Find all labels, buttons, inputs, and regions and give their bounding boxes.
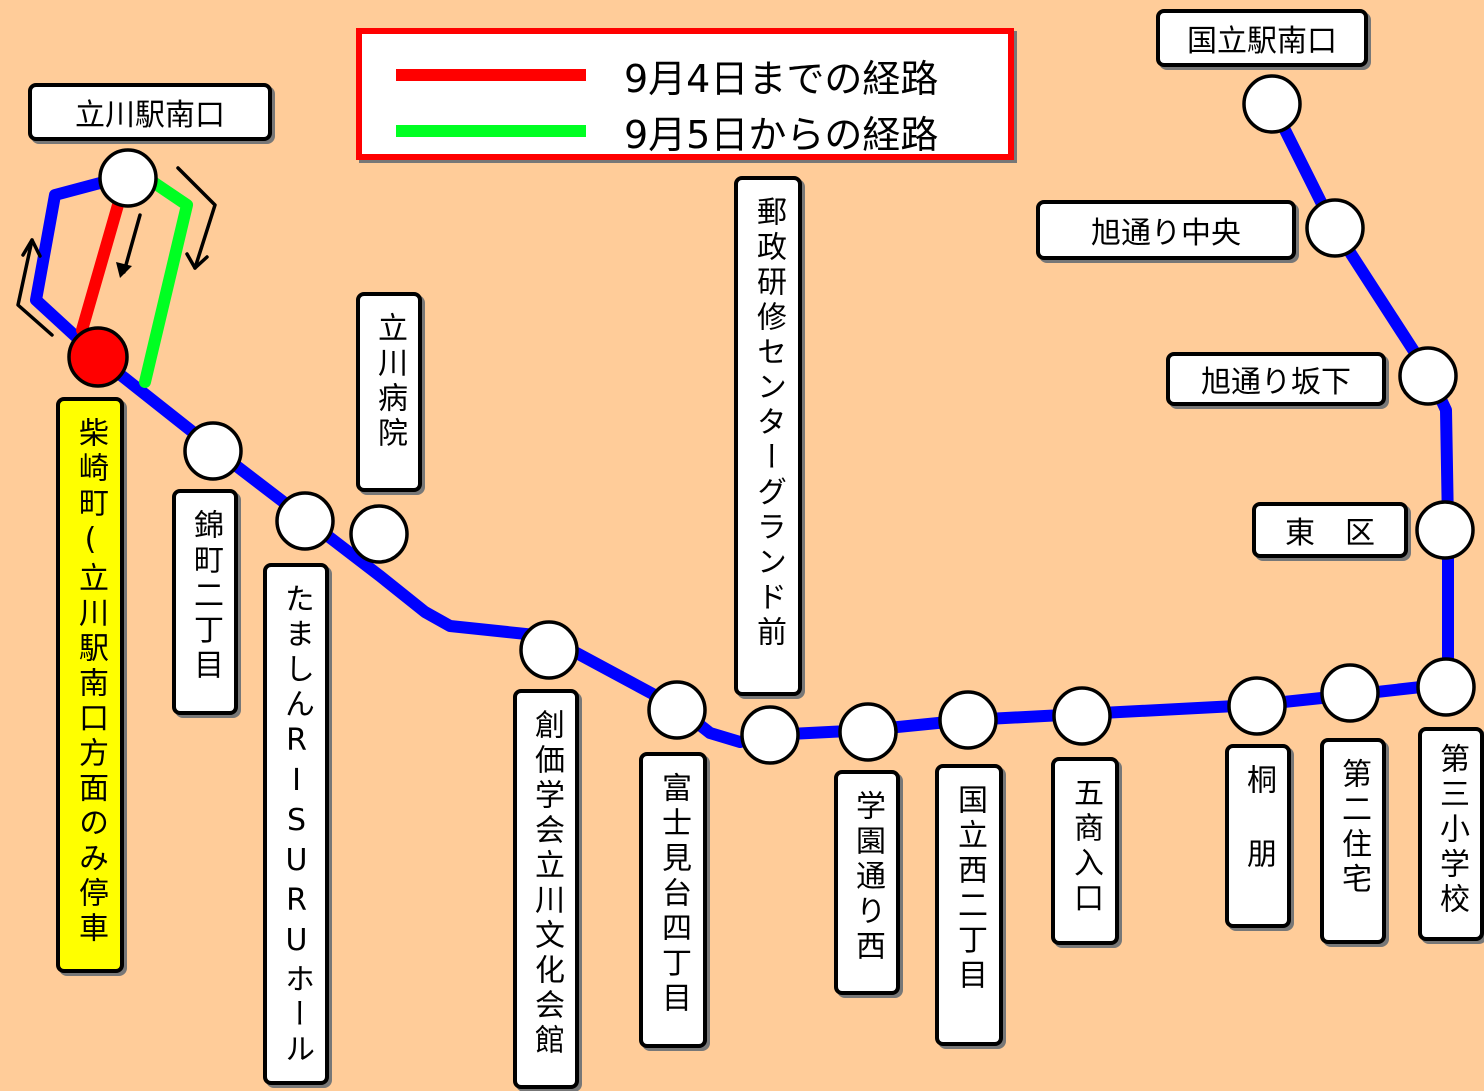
stop-marker-kunitachi-south	[1242, 74, 1302, 134]
stop-marker-daini	[1320, 663, 1380, 723]
stop-label-soka: 創価学会立川文化会館	[513, 689, 579, 1089]
stop-marker-tachikawa-south	[98, 148, 158, 208]
stop-marker-nishikicho	[183, 421, 243, 481]
legend-swatch-green	[396, 125, 586, 137]
stop-label-kiri: 桐朋	[1225, 744, 1291, 928]
stop-label-kunitachi-south: 国立駅南口	[1156, 9, 1368, 67]
stop-label-nishikicho2: 錦町二丁目	[172, 489, 238, 715]
stop-marker-asahi-chuo	[1305, 198, 1365, 258]
stop-marker-fujimidai	[647, 680, 707, 740]
blue-loop-line	[30, 169, 136, 363]
stop-label-tamashin: たましんRISURUホール	[263, 563, 329, 1085]
blue-route-line	[92, 98, 1454, 748]
green-route-line	[139, 174, 193, 388]
legend-swatch-red	[396, 69, 586, 81]
stop-label-daini: 第二住宅	[1320, 738, 1386, 944]
stop-label-asahi-sakashita: 旭通り坂下	[1166, 352, 1386, 406]
stop-label-shibasaki: 柴崎町(立川駅南口方面のみ停車	[56, 397, 124, 973]
stop-label-daisan: 第三小学校	[1418, 727, 1484, 941]
stop-marker-tamashin	[275, 491, 335, 551]
stop-label-hospital: 立川病院	[356, 292, 422, 492]
stop-marker-gosho	[1052, 686, 1112, 746]
stop-label-gakuen: 学園通り西	[834, 770, 900, 995]
legend-label-before: 9月4日までの経路	[624, 56, 939, 101]
direction-arrows	[16, 166, 217, 337]
legend-row-after: 9月5日からの経路	[362, 106, 1008, 157]
bus-stops	[67, 74, 1476, 765]
stop-label-tachikawa-south: 立川駅南口	[28, 83, 272, 141]
arrow-head-icon	[116, 262, 132, 278]
stop-marker-higashi	[1415, 500, 1475, 560]
stop-marker-daisan	[1416, 657, 1476, 717]
stop-label-fujimidai: 富士見台四丁目	[639, 752, 707, 1048]
stop-marker-shibasaki	[67, 326, 129, 388]
legend-label-after: 9月5日からの経路	[624, 112, 939, 157]
stop-marker-yusei	[740, 705, 800, 765]
stop-marker-asahi-sakashita	[1398, 346, 1458, 406]
stop-marker-kunitachi-nishi	[938, 690, 998, 750]
stop-label-yusei: 郵政研修センターグランド前	[734, 176, 802, 696]
stop-label-kunitachi-nishi: 国立西二丁目	[935, 764, 1003, 1046]
stop-marker-soka	[519, 620, 579, 680]
stop-label-higashi: 東 区	[1252, 502, 1408, 558]
stop-marker-gakuen	[838, 702, 898, 762]
stop-label-asahi-chuo: 旭通り中央	[1036, 200, 1296, 260]
legend-row-before: 9月4日までの経路	[362, 50, 1008, 101]
red-route-line	[76, 192, 126, 336]
stop-label-gosho: 五商入口	[1051, 757, 1119, 945]
stop-marker-hospital	[349, 504, 409, 564]
route-legend: 9月4日までの経路 9月5日からの経路	[356, 28, 1014, 160]
stop-marker-kiri	[1227, 676, 1287, 736]
